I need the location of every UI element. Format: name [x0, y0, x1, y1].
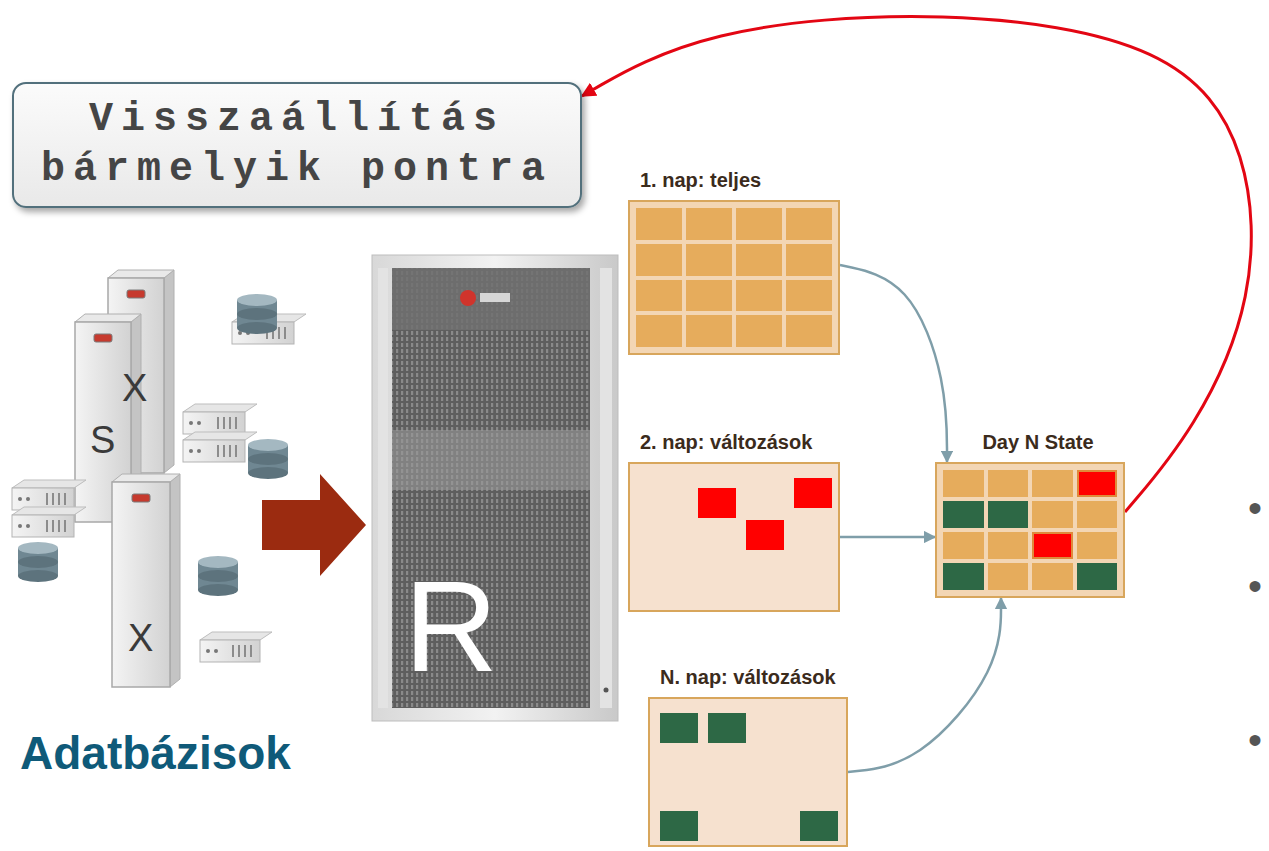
backup-state-panel: 2. nap: változások [628, 430, 856, 612]
data-block [786, 244, 832, 276]
disk-stack [18, 542, 58, 582]
changed-block [660, 713, 698, 743]
data-block [636, 208, 682, 240]
changed-block [708, 713, 746, 743]
changed-block [660, 811, 698, 841]
data-block [1032, 470, 1073, 497]
rack-unit [12, 480, 86, 510]
changed-block [800, 811, 838, 841]
data-block [1077, 501, 1118, 528]
backup-state-panel: N. nap: változások [648, 665, 864, 847]
backup-state-panel: Day N State [935, 430, 1141, 598]
restore-arrow [582, 17, 1251, 512]
bullet: • [1248, 486, 1262, 530]
data-block [736, 280, 782, 312]
panel-heading: Day N State [935, 430, 1141, 454]
data-block [1077, 470, 1118, 497]
rack-letter: R [404, 555, 498, 698]
disk-stack [237, 294, 277, 334]
data-block [943, 501, 984, 528]
block-grid [648, 697, 848, 847]
data-block [736, 315, 782, 347]
rack-unit [12, 507, 86, 537]
callout-text: Visszaállítás bármelyik pontra [32, 95, 562, 195]
data-block [943, 563, 984, 590]
transfer-arrow [262, 474, 366, 576]
data-block [1032, 532, 1073, 559]
flow-arrow [848, 598, 1001, 772]
data-block [988, 563, 1029, 590]
changed-block [746, 520, 784, 550]
data-block [636, 244, 682, 276]
flow-arrow [840, 536, 935, 539]
data-block [1077, 532, 1118, 559]
server-letter: S [90, 420, 115, 462]
data-block [988, 501, 1029, 528]
panel-heading: N. nap: változások [648, 665, 864, 689]
block-grid [935, 462, 1125, 598]
data-block [786, 208, 832, 240]
data-block [636, 315, 682, 347]
server-letter: X [122, 368, 147, 410]
bullet: • [1248, 718, 1262, 762]
data-block [686, 208, 732, 240]
recovery-appliance-rack [372, 255, 618, 721]
rack-unit [183, 404, 257, 434]
data-block [1032, 501, 1073, 528]
data-block [736, 208, 782, 240]
rack-unit [200, 632, 272, 662]
changed-block [794, 478, 832, 508]
data-block [943, 470, 984, 497]
data-block [1032, 563, 1073, 590]
data-block [636, 280, 682, 312]
data-block [686, 280, 732, 312]
rack-unit [183, 432, 257, 462]
data-block [686, 244, 732, 276]
data-block [988, 470, 1029, 497]
backup-state-panel: 1. nap: teljes [628, 168, 856, 355]
servers-illustration [12, 270, 366, 687]
disk-stack [248, 439, 288, 479]
data-block [686, 315, 732, 347]
databases-label: Adatbázisok [20, 728, 291, 779]
changed-block [698, 488, 736, 518]
disk-stack [198, 556, 238, 596]
flow-arrow [840, 265, 947, 462]
data-block [786, 315, 832, 347]
server-tower [112, 474, 180, 687]
callout-box: Visszaállítás bármelyik pontra [12, 82, 582, 208]
block-grid [628, 462, 840, 612]
data-block [786, 280, 832, 312]
data-block [736, 244, 782, 276]
data-block [943, 532, 984, 559]
data-block [1077, 563, 1118, 590]
data-block [988, 532, 1029, 559]
bullet: • [1248, 564, 1262, 608]
panel-heading: 2. nap: változások [628, 430, 856, 454]
server-letter: X [128, 618, 153, 660]
block-grid [628, 200, 840, 355]
panel-heading: 1. nap: teljes [628, 168, 856, 192]
